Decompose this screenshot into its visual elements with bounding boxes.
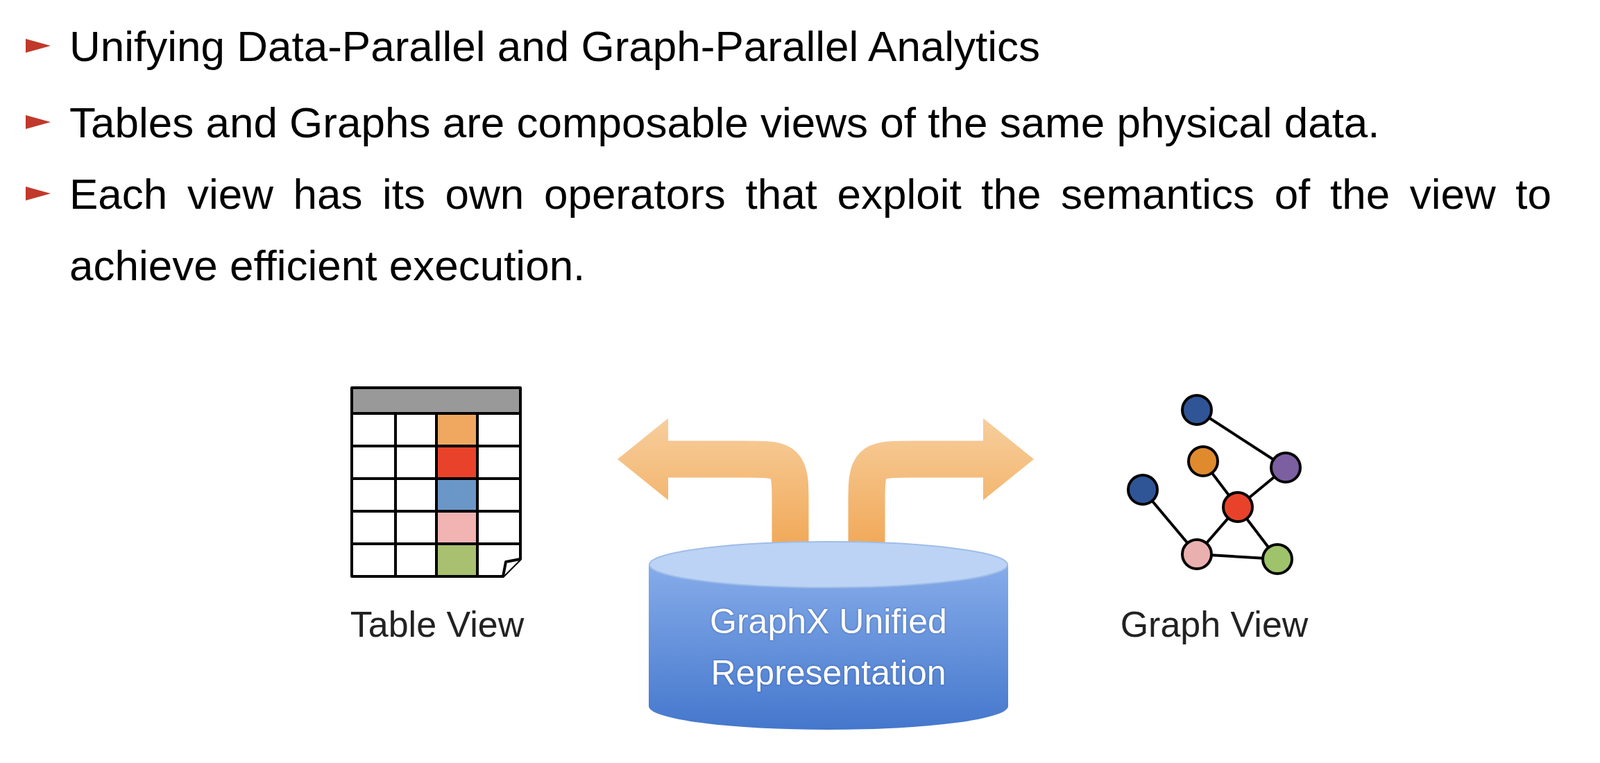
table-cell [436,446,478,479]
table-sheet [351,387,521,577]
view-node: Graph View [1103,385,1326,649]
view-label: Table View [350,602,525,646]
view-node: Table View [326,385,549,649]
bullet-text: Unifying Data-Parallel and Graph-Paralle… [69,10,1552,82]
node-text: GraphX Unified Representation [648,596,1009,699]
table-cell [436,543,478,577]
cylinder-top [649,541,1008,588]
table-grid [351,387,521,577]
bullet-row: Unifying Data-Parallel and Graph-Paralle… [69,10,1552,82]
arrow-head [983,418,1034,501]
table-cell [436,511,478,544]
cylinder-body [648,564,1009,730]
table-header [351,387,521,414]
table-icon [351,387,521,577]
graph-edges [1142,410,1286,560]
table-cell [436,413,478,447]
graph-vertices [1128,395,1301,574]
bullet-marker [25,186,51,201]
bullet-row: Tables and Graphs are composable views o… [69,86,1552,159]
storage-cylinder: GraphX Unified Representation [648,541,1009,730]
bullet-markers [25,38,51,201]
bullet-marker [25,115,51,130]
table-cell [436,478,478,512]
bullet-marker [25,38,51,53]
bullet-text: Tables and Graphs are composable views o… [69,86,1552,159]
arrow-head [617,418,669,501]
view-label: Graph View [1120,602,1309,646]
bullet-row: Each view has its own operators that exp… [69,158,1552,302]
graph-icon [1128,395,1301,574]
bullet-text: Each view has its own operators that exp… [69,158,1552,302]
